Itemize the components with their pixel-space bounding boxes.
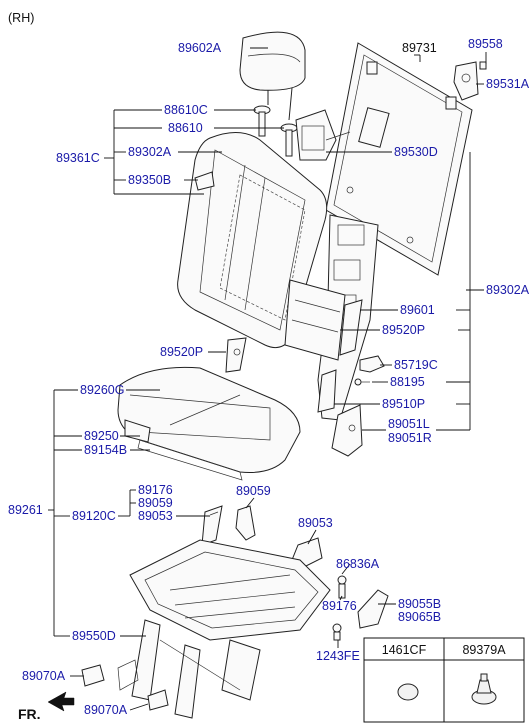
label-back-cover: 89302A	[128, 145, 172, 159]
label-back-board: 89731	[402, 41, 437, 55]
side-clip-drawing	[332, 575, 347, 641]
label-back-cover-r: 89302A	[486, 283, 530, 297]
label-cushion-sub: 89154B	[84, 443, 127, 457]
label-wire-b: 89059	[138, 496, 173, 510]
push-clip-icon	[471, 673, 497, 705]
label-cover-side-a: 89055B	[398, 597, 441, 611]
label-hinge: 89510P	[382, 397, 425, 411]
shield-drawing	[331, 404, 363, 457]
table-header-1461cf: 1461CF	[382, 643, 427, 657]
label-bolt: 88195	[390, 375, 425, 389]
grommet-icon	[397, 683, 419, 701]
label-foot-b: 89070A	[84, 703, 128, 717]
label-cushion-assy: 89261	[8, 503, 43, 517]
pivot-left-drawing	[225, 337, 247, 373]
label-knob: 85719C	[394, 358, 438, 372]
top-clip-drawing	[453, 61, 487, 101]
label-foot-a: 89070A	[22, 669, 66, 683]
label-cushion-pad: 89260G	[80, 383, 124, 397]
table-header-89379a: 89379A	[462, 643, 506, 657]
label-shield-r: 89051R	[388, 431, 432, 445]
label-bracket-b: 89059	[236, 484, 271, 498]
label-back-frame: 89601	[400, 303, 435, 317]
front-direction-label: FR.	[18, 706, 41, 722]
label-pivot-l: 89520P	[160, 345, 203, 359]
label-cover-top: 89531A	[486, 77, 530, 91]
label-pivot-r: 89520P	[382, 323, 425, 337]
label-nut: 86836A	[336, 557, 380, 571]
label-guide-a: 88610C	[164, 103, 208, 117]
label-bracket-c: 89053	[298, 516, 333, 530]
headrest-drawing	[239, 31, 306, 121]
seat-cushion-drawing	[117, 366, 301, 481]
label-frame-sub: 89120C	[72, 509, 116, 523]
cushion-frame-drawing	[81, 539, 331, 719]
label-guide-b: 88610	[168, 121, 203, 135]
label-headrest: 89602A	[178, 41, 222, 55]
label-wire-c: 89053	[138, 509, 173, 523]
label-back-assy: 89361C	[56, 151, 100, 165]
side-indicator: (RH)	[8, 11, 34, 25]
back-board-drawing	[325, 42, 473, 276]
parts-table: 1461CF 89379A	[363, 637, 525, 723]
side-cover-drawing	[357, 589, 389, 629]
label-back-pad: 89350B	[128, 173, 171, 187]
label-shield-l: 89051L	[388, 417, 430, 431]
label-latch: 89530D	[394, 145, 438, 159]
label-cushion-cover: 89250	[84, 429, 119, 443]
label-clip-top: 89558	[468, 37, 503, 51]
knob-drawing	[354, 355, 385, 386]
label-cover-side-b: 89065B	[398, 610, 441, 624]
label-cushion-frame: 89550D	[72, 629, 116, 643]
leader-lines	[48, 47, 487, 711]
label-clip-side: 89176	[322, 599, 357, 613]
label-wire-a: 89176	[138, 483, 173, 497]
front-arrow-icon	[47, 691, 75, 712]
label-screw: 1243FE	[316, 649, 360, 663]
back-frame-drawing	[284, 214, 379, 421]
guides-drawing	[253, 105, 351, 161]
